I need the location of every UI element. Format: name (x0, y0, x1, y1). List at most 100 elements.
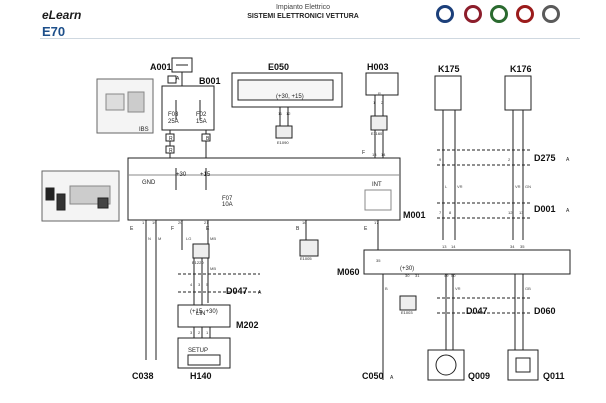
label-lin: LIN (196, 311, 205, 317)
label-d275: D275 (534, 153, 556, 163)
tag-m001-f: F (171, 226, 174, 232)
tag-m001-e1: E (130, 226, 134, 232)
tag-a001: A (176, 76, 180, 82)
e050-instrument-panel (231, 72, 343, 108)
pin-1: 1 (373, 100, 376, 105)
k175-sensor (434, 75, 462, 111)
tag-d047-left: A (258, 290, 262, 296)
label-d060: D060 (534, 306, 556, 316)
m060-module (363, 249, 571, 275)
tag-m001-e2: E (206, 226, 210, 232)
label-m001: M001 (403, 210, 426, 220)
pin-19-m001: 19 (152, 220, 157, 225)
pin-7: 7 (439, 210, 442, 215)
h140-setup-switch (177, 337, 231, 369)
label-f03-amp: 25A (168, 119, 179, 125)
e1003-ground (399, 295, 417, 311)
label-gnd: GND (142, 180, 156, 186)
pin-13-d001: 13 (519, 210, 524, 215)
header-subtitle: Impianto Elettrico (275, 4, 331, 11)
wire-lg: LG (186, 236, 191, 241)
page-header: eLearn Impianto Elettrico SISTEMI ELETTR… (0, 0, 606, 42)
label-m202: M202 (236, 320, 259, 330)
label-a001: A001 (150, 62, 172, 72)
pin-12: 12 (286, 111, 291, 116)
label-e1003: E1003 (401, 310, 413, 315)
pin-8: 8 (449, 210, 452, 215)
pin-9: 9 (439, 157, 442, 162)
wire-m: M (158, 236, 161, 241)
tag-b001-r1: R (169, 136, 173, 142)
label-int: INT (372, 182, 382, 188)
tag-b001-b: B (206, 136, 210, 142)
abarth-logo (542, 5, 560, 23)
pin-35: 35 (376, 258, 381, 263)
label-setup: SETUP (188, 348, 208, 354)
label-e1090: E1090 (277, 140, 289, 145)
label-f07: F07 (222, 196, 233, 202)
label-f03: F03 (168, 112, 179, 118)
wire-l-k175: L (445, 184, 448, 189)
label-d001: D001 (534, 204, 556, 214)
pin-5: 5 (206, 282, 209, 287)
wire-mb-2: MB (210, 266, 216, 271)
pin-30: 30 (405, 273, 410, 278)
wire-r-h003: R (378, 91, 381, 96)
m202-module (177, 304, 231, 328)
label-k175: K175 (438, 64, 460, 74)
pin-2-h140: 2 (198, 330, 201, 335)
label-q009: Q009 (468, 371, 490, 381)
pin-14-k175: 14 (451, 244, 456, 249)
page-code: E70 (42, 26, 66, 36)
pin-16-m001: 16 (302, 220, 307, 225)
pin-14: 14 (381, 152, 386, 157)
label-c038: C038 (132, 371, 154, 381)
label-f07-amp: 10A (222, 202, 233, 208)
pin-35-k176: 35 (520, 244, 525, 249)
tag-m001-e3: E (364, 226, 368, 232)
label-ibs: IBS (139, 127, 149, 133)
wire-vr-m060: VR (455, 286, 461, 291)
pin-1-m001: 1 (142, 220, 145, 225)
label-f02-amp: 15A (196, 119, 207, 125)
pin-34-k176: 34 (510, 244, 515, 249)
wire-gn-k176: GN (525, 184, 531, 189)
label-q011: Q011 (543, 371, 565, 381)
label-k176: K176 (510, 64, 532, 74)
q011-motor (507, 349, 539, 381)
wire-b-m060: B (385, 286, 388, 291)
pin-12-d001: 12 (508, 210, 513, 215)
fiat-logo (464, 5, 482, 23)
pin-3-h140: 3 (190, 330, 193, 335)
tag-m001-b: B (296, 226, 300, 232)
pin-21-m001: 21 (204, 220, 209, 225)
wire-n: N (148, 236, 151, 241)
wire-vr-k176: VR (515, 184, 521, 189)
label-h140: H140 (190, 371, 212, 381)
pin-50: 50 (451, 273, 456, 278)
brand-logo-text: eLearn (42, 8, 82, 22)
e1005-ground (299, 239, 319, 257)
label-m060: M060 (337, 267, 360, 277)
tag-h003-f: F (362, 150, 365, 156)
label-m060-plus30: (+30) (400, 266, 414, 272)
label-d047-left: D047 (226, 286, 248, 296)
label-f02: F02 (196, 112, 207, 118)
engine-fuse-box-thumbnail (96, 78, 154, 134)
pin-2-d275: 2 (508, 157, 511, 162)
pin-17-m001: 17 (374, 220, 379, 225)
q009-motor (427, 349, 465, 381)
label-e1160: E1160 (371, 131, 383, 136)
lancia-logo (436, 5, 454, 23)
label-e1005: E1005 (300, 256, 312, 261)
pin-49: 49 (444, 273, 449, 278)
tag-b001-r2: R (169, 148, 173, 154)
pin-1-h140: 1 (206, 330, 209, 335)
wire-mb: MB (210, 236, 216, 241)
tag-d001: A (566, 208, 570, 214)
label-b001: B001 (199, 76, 221, 86)
pin-2: 2 (381, 100, 384, 105)
label-e050: E050 (268, 62, 289, 72)
